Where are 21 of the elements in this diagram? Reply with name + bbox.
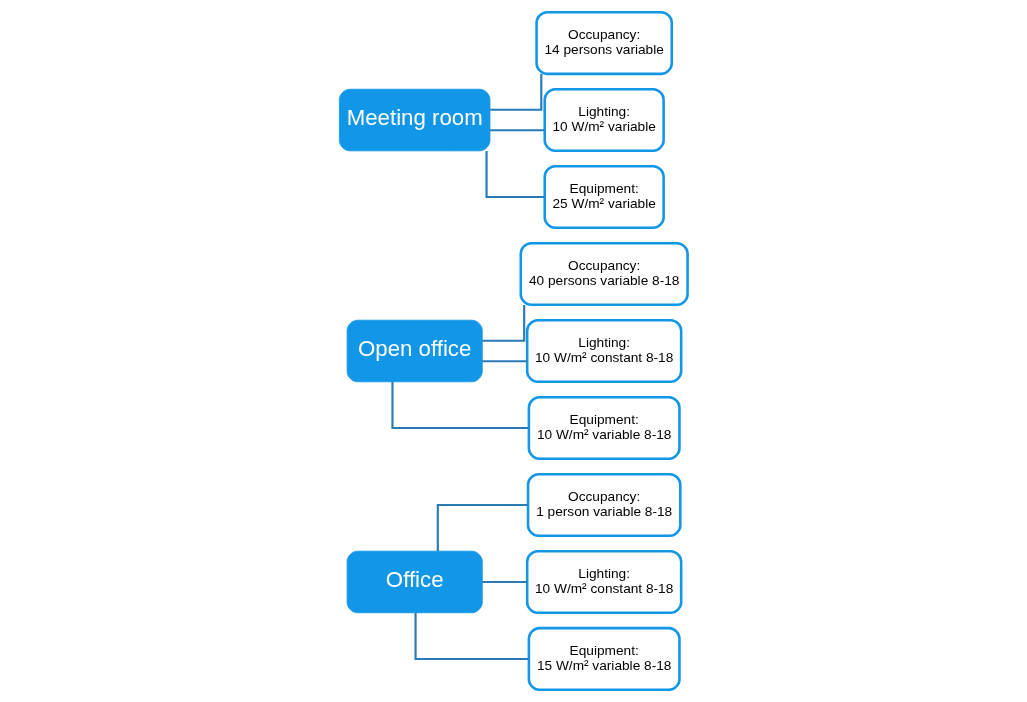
- connector: [436, 503, 528, 552]
- node-box: Office: [346, 550, 483, 614]
- connector: [490, 74, 543, 111]
- node-box: Meeting room: [339, 88, 491, 152]
- connector: [490, 129, 545, 132]
- node-box: Equipment: 15 W/m² variable 8-18: [527, 626, 681, 692]
- node-box: Equipment: 10 W/m² variable 8-18: [527, 395, 681, 461]
- connector: [482, 360, 527, 363]
- connector: [485, 150, 545, 199]
- connector: [414, 612, 529, 661]
- node-box: Lighting: 10 W/m² constant 8-18: [525, 549, 683, 615]
- connector: [482, 580, 527, 584]
- node-box: Lighting: 10 W/m² variable: [543, 87, 665, 153]
- connector: [391, 381, 529, 430]
- node-box: Occupancy: 40 persons variable 8-18: [519, 241, 689, 307]
- node-box: Equipment: 25 W/m² variable: [543, 164, 665, 230]
- node-box: Lighting: 10 W/m² constant 8-18: [525, 318, 683, 384]
- node-box: Occupancy: 14 persons variable: [535, 10, 674, 76]
- node-box: Open office: [346, 319, 483, 383]
- connector: [482, 305, 526, 342]
- node-box: Occupancy: 1 person variable 8-18: [526, 472, 682, 538]
